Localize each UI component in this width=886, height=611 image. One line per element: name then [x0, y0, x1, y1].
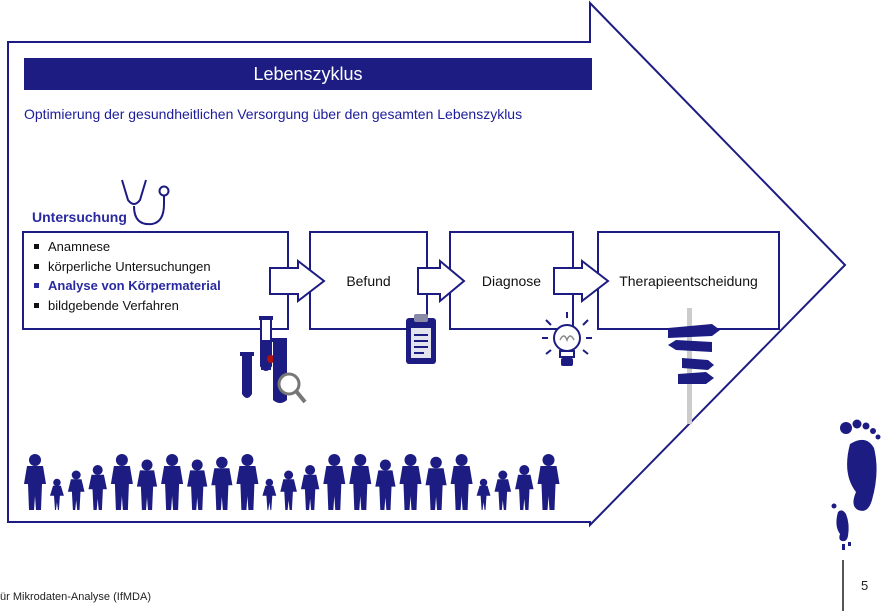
list-item: Anamnese: [34, 237, 287, 257]
subtitle: Optimierung der gesundheitlichen Versorg…: [24, 106, 523, 122]
test-tubes-icon: [240, 316, 307, 404]
stethoscope-icon: [121, 179, 170, 226]
footer-institute: ür Mikrodaten-Analyse (IfMDA): [0, 591, 151, 603]
page-divider: [842, 560, 844, 611]
connector-arrow-2: [417, 259, 466, 303]
untersuchung-heading: Untersuchung: [32, 209, 127, 225]
list-item: bildgebende Verfahren: [34, 296, 287, 316]
people-lifecycle-icon: [24, 454, 560, 510]
befund-box: Befund: [309, 231, 428, 330]
title-text: Lebenszyklus: [253, 63, 363, 84]
therapie-box: Therapieentscheidung: [597, 231, 780, 330]
page-number: 5: [861, 578, 869, 593]
untersuchung-list: Anamnese körperliche Untersuchungen Anal…: [24, 233, 287, 315]
lightbulb-icon: [542, 312, 592, 366]
list-item: körperliche Untersuchungen: [34, 257, 287, 277]
diagnose-label: Diagnose: [481, 272, 542, 289]
title-bar: Lebenszyklus: [24, 58, 592, 90]
clipboard-icon: [406, 314, 436, 364]
list-item-highlight: Analyse von Körpermaterial: [34, 276, 287, 296]
signpost-icon: [668, 308, 720, 424]
therapie-label: Therapieentscheidung: [619, 272, 758, 289]
connector-arrow-3: [553, 259, 610, 303]
befund-label: Befund: [346, 272, 391, 289]
connector-arrow-1: [269, 259, 326, 303]
footprints-logo: [831, 419, 881, 550]
